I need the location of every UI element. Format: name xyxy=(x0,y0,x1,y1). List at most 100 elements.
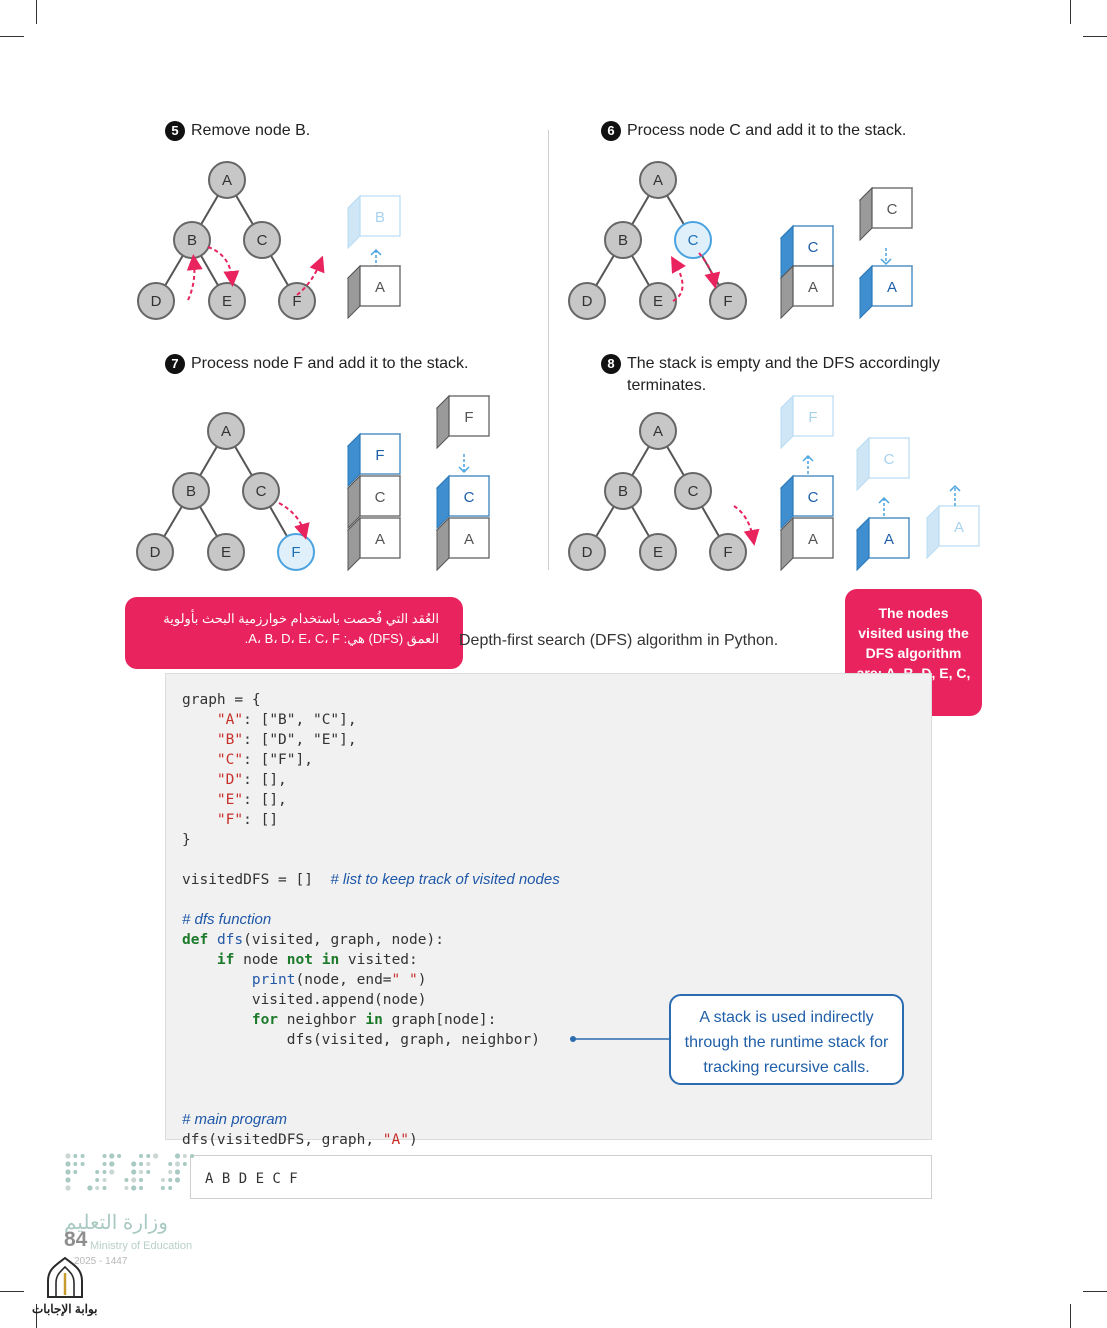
tree-node-c: C xyxy=(242,472,280,510)
logo-dot xyxy=(95,1170,100,1174)
logo-dot xyxy=(139,1178,143,1182)
ministry-name-ar: وزارة التعليم xyxy=(64,1212,168,1234)
code-text: graph = { "A": ["B", "C"], "B": ["D", "E… xyxy=(182,692,560,1148)
stack-box-c: C xyxy=(855,436,911,492)
stack-box-label: C xyxy=(887,201,898,218)
tree-node-label: D xyxy=(150,544,161,561)
logo-dot xyxy=(139,1162,143,1166)
stack-box-f: F xyxy=(435,394,491,450)
tree-node-label: F xyxy=(723,544,732,561)
tree-node-label: A xyxy=(653,172,663,189)
stack-box-a: A xyxy=(346,516,402,572)
logo-dot xyxy=(95,1186,100,1190)
tree-node-label: A xyxy=(653,423,663,440)
logo-dot xyxy=(124,1186,129,1190)
stack-box-label: A xyxy=(375,279,385,296)
step-6-number: 6 xyxy=(601,121,621,141)
tree-node-label: B xyxy=(618,232,628,249)
traversal-arrow xyxy=(186,254,203,301)
stack-box-c: C xyxy=(858,186,914,242)
stack-box-label: F xyxy=(808,409,817,426)
stack-box-label: A xyxy=(954,519,964,536)
ministry-name-en: Ministry of Education xyxy=(90,1240,193,1252)
logo-dot xyxy=(80,1154,85,1158)
stack-arrow-head xyxy=(880,258,892,266)
stack-box-a: A xyxy=(925,504,981,560)
logo-dot xyxy=(65,1161,71,1167)
tree-node-label: B xyxy=(618,483,628,500)
step-8-text: The stack is empty and the DFS according… xyxy=(627,355,941,394)
visited-nodes-callout-ar: العُقد التي فُحصت باستخدام خوارزمية البح… xyxy=(125,597,463,669)
tree-node-d: D xyxy=(136,533,174,571)
logo-dot xyxy=(160,1186,165,1190)
code-caption: Depth-first search (DFS) algorithm in Py… xyxy=(459,632,779,649)
stack-box-b: B xyxy=(346,194,402,250)
stack-box-label: A xyxy=(808,531,818,548)
logo-dot xyxy=(109,1153,115,1159)
logo-dot xyxy=(168,1186,173,1190)
tree-node-f: F xyxy=(709,533,747,571)
tree-node-a: A xyxy=(208,161,246,199)
tree-node-e: E xyxy=(208,282,246,320)
stack-box-a: A xyxy=(858,264,914,320)
stack-box-label: F xyxy=(375,447,384,464)
logo-dot xyxy=(131,1177,137,1183)
step-6-title: 6 Process node C and add it to the stack… xyxy=(601,120,906,142)
tree-node-b: B xyxy=(173,221,211,259)
tree-node-b: B xyxy=(604,221,642,259)
logo-dot xyxy=(109,1169,115,1175)
program-output: A B D E C F xyxy=(190,1155,932,1199)
tree-node-e: E xyxy=(207,533,245,571)
logo-dot xyxy=(168,1162,173,1166)
tree-node-label: F xyxy=(723,293,732,310)
logo-dot xyxy=(65,1177,71,1183)
tree-node-e: E xyxy=(639,533,677,571)
portal-logo-icon xyxy=(47,1256,83,1298)
runtime-stack-callout: A stack is used indirectly through the r… xyxy=(669,994,904,1085)
logo-dot xyxy=(102,1186,107,1190)
logo-dot xyxy=(102,1162,107,1166)
step-5-text: Remove node B. xyxy=(191,122,311,139)
stack-box-label: C xyxy=(884,451,895,468)
logo-dot xyxy=(168,1178,173,1182)
tree-node-label: B xyxy=(187,232,197,249)
tree-node-label: D xyxy=(582,293,593,310)
logo-dot xyxy=(139,1186,143,1190)
stack-box-f: F xyxy=(346,432,402,488)
stack-box-a: A xyxy=(855,516,911,572)
stack-box-label: A xyxy=(464,531,474,548)
traversal-arrow xyxy=(733,505,760,546)
tree-node-a: A xyxy=(639,161,677,199)
stack-arrow-head xyxy=(458,466,470,474)
tree-node-d: D xyxy=(137,282,175,320)
tree-node-e: E xyxy=(639,282,677,320)
ministry-dots-logo xyxy=(65,1153,195,1191)
step-7-title: 7 Process node F and add it to the stack… xyxy=(165,353,469,375)
tree-node-label: E xyxy=(653,293,663,310)
stack-box-f: F xyxy=(779,394,835,450)
logo-dot xyxy=(102,1178,107,1182)
tree-node-label: E xyxy=(221,544,231,561)
logo-dot xyxy=(146,1154,151,1158)
logo-dot xyxy=(65,1169,71,1175)
logo-dot xyxy=(190,1154,195,1158)
panel-divider xyxy=(548,130,549,570)
tree-node-label: E xyxy=(653,544,663,561)
logo-dot xyxy=(102,1154,107,1158)
program-output-text: A B D E C F xyxy=(205,1171,298,1187)
stack-arrow-head xyxy=(370,248,382,256)
logo-dot xyxy=(87,1185,93,1191)
stack-box-label: C xyxy=(808,239,819,256)
tree-node-b: B xyxy=(604,472,642,510)
stack-box-c: C xyxy=(779,474,835,530)
step-5-title: 5 Remove node B. xyxy=(165,120,310,142)
step-6-text: Process node C and add it to the stack. xyxy=(627,122,907,139)
logo-dot xyxy=(80,1162,85,1166)
visited-nodes-callout-ar-text: العُقد التي فُحصت باستخدام خوارزمية البح… xyxy=(163,611,439,646)
tree-node-label: C xyxy=(256,483,267,500)
